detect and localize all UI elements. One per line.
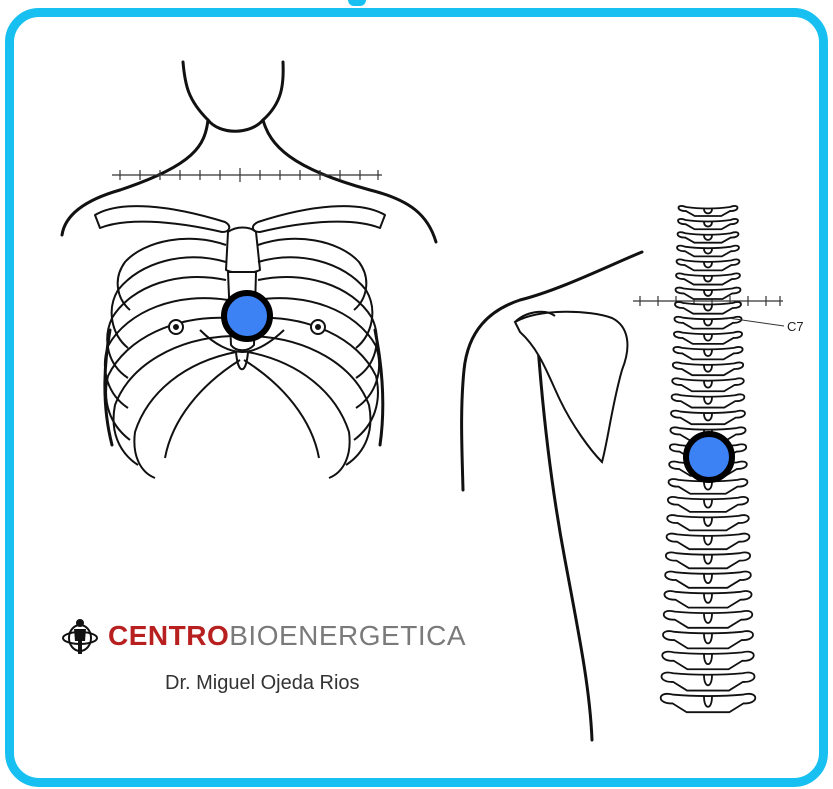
brand-name-bold: CENTRO — [108, 620, 229, 652]
vertebra — [672, 394, 745, 407]
vertebra — [674, 332, 742, 344]
vertebra — [663, 631, 753, 648]
vertebra — [673, 362, 743, 375]
chest-electrode-marker — [224, 293, 270, 339]
vertebra — [662, 652, 754, 670]
vertebra — [678, 219, 738, 229]
left-ribs — [105, 239, 240, 478]
vertebra — [671, 411, 745, 425]
right-nipple-icon — [311, 320, 325, 334]
brand-name-light: BIOENERGETICA — [229, 620, 466, 652]
human-figure-logo-icon — [60, 616, 100, 656]
vertebra — [667, 515, 749, 530]
brand-block: CENTRO BIOENERGETICA — [60, 614, 466, 658]
left-nipple-icon — [169, 320, 183, 334]
doctor-name: Dr. Miguel Ojeda Rios — [165, 672, 360, 695]
left-clavicle — [95, 206, 229, 232]
vertebra — [675, 302, 741, 314]
vertebra — [664, 611, 753, 628]
neck-shoulder-left — [120, 120, 208, 190]
vertebra — [672, 378, 744, 391]
vertebra — [666, 552, 750, 568]
scapula — [515, 312, 627, 462]
vertebra — [676, 273, 740, 284]
right-ribs — [244, 239, 379, 478]
ribcage — [95, 206, 385, 478]
vertebra — [661, 694, 756, 712]
manubrium — [226, 228, 260, 274]
vertebra — [677, 259, 740, 270]
neck-shoulder-right — [263, 120, 370, 190]
vertebra — [667, 534, 750, 550]
c7-label: C7 — [787, 319, 804, 334]
vertebra — [678, 232, 739, 243]
vertebra — [677, 246, 739, 257]
vertebra — [664, 591, 751, 608]
back-electrode-marker — [686, 434, 732, 480]
vertebra — [665, 572, 751, 588]
vertebra — [676, 288, 741, 299]
vertebra — [661, 673, 754, 691]
vertebra — [673, 347, 742, 359]
vertebra — [668, 497, 748, 512]
jaw-line — [208, 120, 263, 131]
right-clavicle — [253, 206, 385, 232]
vertebra — [679, 206, 738, 216]
face-left-contour — [183, 62, 208, 120]
face-right-contour — [263, 62, 283, 120]
